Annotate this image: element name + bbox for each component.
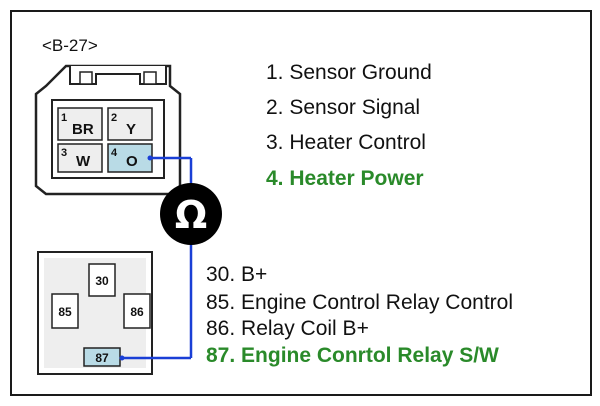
relay-pin-30 [88,263,116,297]
connector-latch [69,66,167,85]
relay-pin-85-label: 85 [58,305,72,319]
pin-2-num: 2 [111,112,117,124]
connector-legend-4: 4. Heater Power [266,167,424,190]
relay-legend-86: 86. Relay Coil B+ [206,317,369,340]
pin-3-code: W [76,153,91,170]
wire-dot-relay [119,355,125,361]
pin-cell-3 [57,143,103,173]
connector-legend-1: 1. Sensor Ground [266,61,432,84]
ohm-symbol: Ω [175,193,207,237]
latch-slot-right [143,71,157,85]
ohmmeter-icon: Ω [160,183,222,245]
relay-pin-85 [51,293,79,329]
connector-label: <B-27> [42,36,98,55]
relay-legend-87: 87. Engine Conrtol Relay S/W [206,344,499,367]
pin-2-code: Y [126,121,136,138]
relay-pin-86 [123,293,151,329]
pin-1-num: 1 [61,112,67,124]
relay-pin-87-label: 87 [95,351,109,365]
relay-legend-85: 85. Engine Control Relay Control [206,291,514,314]
pin-1-code: BR [72,121,94,138]
pin-cell-1 [57,107,103,141]
connector-legend-3: 3. Heater Control [266,131,426,154]
connector-legend-2: 2. Sensor Signal [266,96,421,119]
ohmmeter-circle [160,183,222,245]
relay-pin-30-label: 30 [95,274,109,288]
relay: 30 85 86 87 [37,251,153,375]
pin-4-num: 4 [111,147,118,159]
wire-dot-connector [147,155,153,161]
pin-4-code: O [126,153,138,170]
relay-legend-30: 30. B+ [206,263,268,286]
relay-pin-86-label: 86 [130,305,144,319]
pin-cell-2 [107,107,153,141]
pin-3-num: 3 [61,147,67,159]
connector-b27: 1 BR 2 Y 3 W 4 O [34,64,182,196]
latch-slot-left [79,71,93,85]
